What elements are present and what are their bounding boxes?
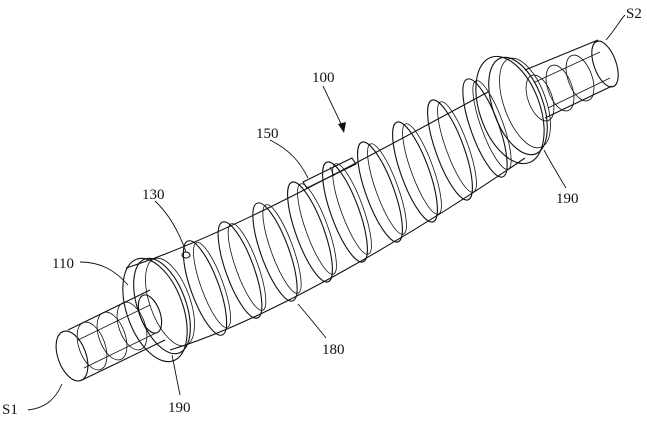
right-shaft [524,39,619,122]
label-110: 110 [52,256,74,272]
roller-body [125,91,526,351]
left-flange [122,257,195,363]
label-130: 130 [142,187,165,203]
main-arrow [322,85,346,133]
slot-150 [302,157,357,189]
label-190-left: 190 [168,400,191,416]
label-s2: S2 [626,6,642,22]
label-180: 180 [322,342,345,358]
label-s1: S1 [2,402,18,418]
leader-lines [27,14,626,411]
right-flange [475,55,551,165]
body-rings [182,78,512,336]
label-190-right: 190 [556,191,579,207]
label-150: 150 [256,126,279,142]
label-100: 100 [312,70,335,86]
left-shaft [55,289,166,382]
